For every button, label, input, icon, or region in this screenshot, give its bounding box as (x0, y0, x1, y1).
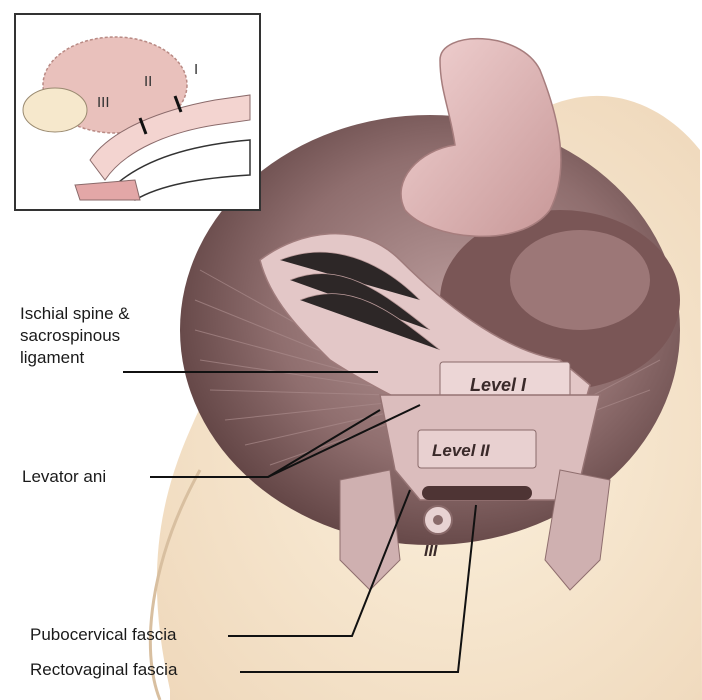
inset-level-2: II (144, 73, 152, 90)
inset-level-1: I (194, 61, 198, 78)
label-ischial-spine: Ischial spine & sacrospinous ligament (20, 303, 130, 369)
level-3-label: III (424, 543, 438, 560)
inset-pubic-bone (23, 88, 87, 132)
label-ischial-line1: Ischial spine & (20, 303, 130, 325)
label-pubocervical-fascia: Pubocervical fascia (30, 624, 176, 646)
inset-sagittal-diagram: III II I (15, 14, 260, 210)
label-rectovaginal-fascia: Rectovaginal fascia (30, 659, 177, 681)
level-2-label: Level II (432, 441, 491, 460)
inset-level-3: III (97, 94, 110, 111)
level-1-label: Level I (470, 375, 527, 395)
rectum-highlight (510, 230, 650, 330)
vaginal-opening (422, 486, 532, 500)
label-levator-ani: Levator ani (22, 466, 106, 488)
label-ischial-line2: sacrospinous (20, 325, 130, 347)
label-ischial-line3: ligament (20, 347, 130, 369)
